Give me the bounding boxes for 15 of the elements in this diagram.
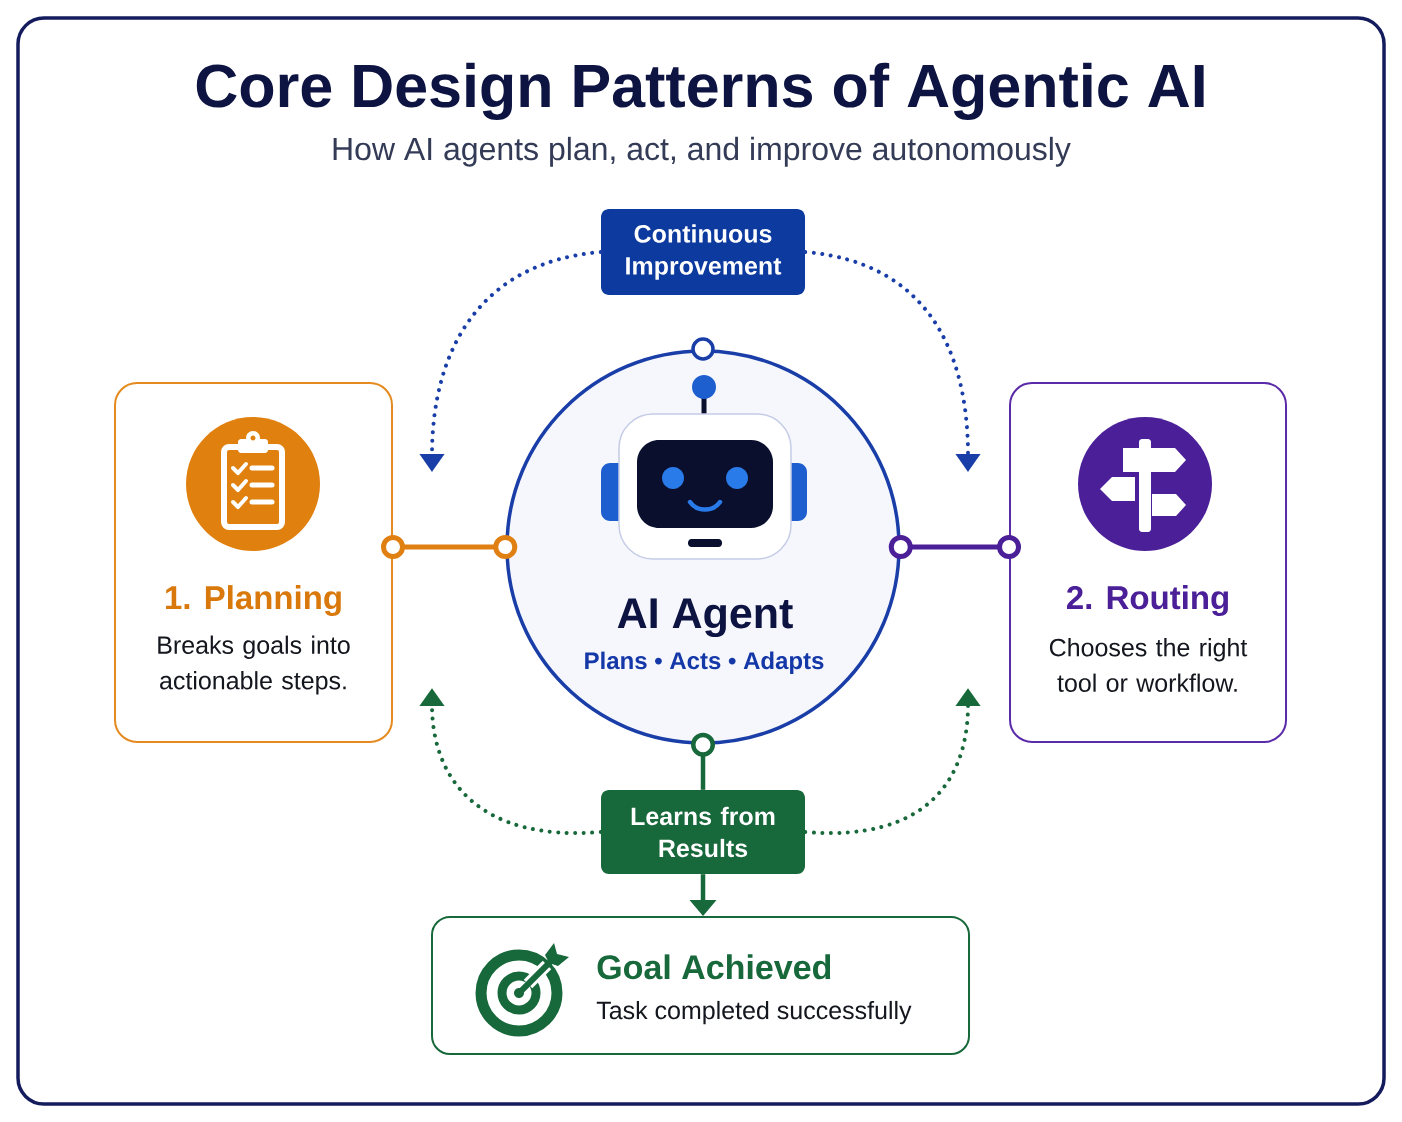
card-title: 2. Routing (1066, 585, 1228, 616)
connector-line (691, 732, 715, 790)
card-title: 1. Planning (166, 585, 341, 616)
agent-tagline: Plans • Acts • Adapts (585, 651, 824, 674)
connector-line (381, 535, 518, 559)
label-box: Learns from Results (601, 790, 805, 874)
card-description: Breaks goals into actionable steps. (158, 635, 350, 695)
title: Core Design Patterns of Agentic AI (196, 62, 1204, 120)
agent-title: AI Agent (617, 598, 793, 638)
subtitle: How AI agents plan, act, and improve autonomously (333, 136, 1071, 167)
card-description: Chooses the right tool or workflow. (1049, 638, 1248, 692)
connector-line (888, 535, 1021, 559)
label-box: Continuous Improvement (601, 209, 805, 295)
goal-title: Goal Achieved (597, 954, 831, 980)
goal-description: Task completed successfully (596, 1000, 912, 1025)
